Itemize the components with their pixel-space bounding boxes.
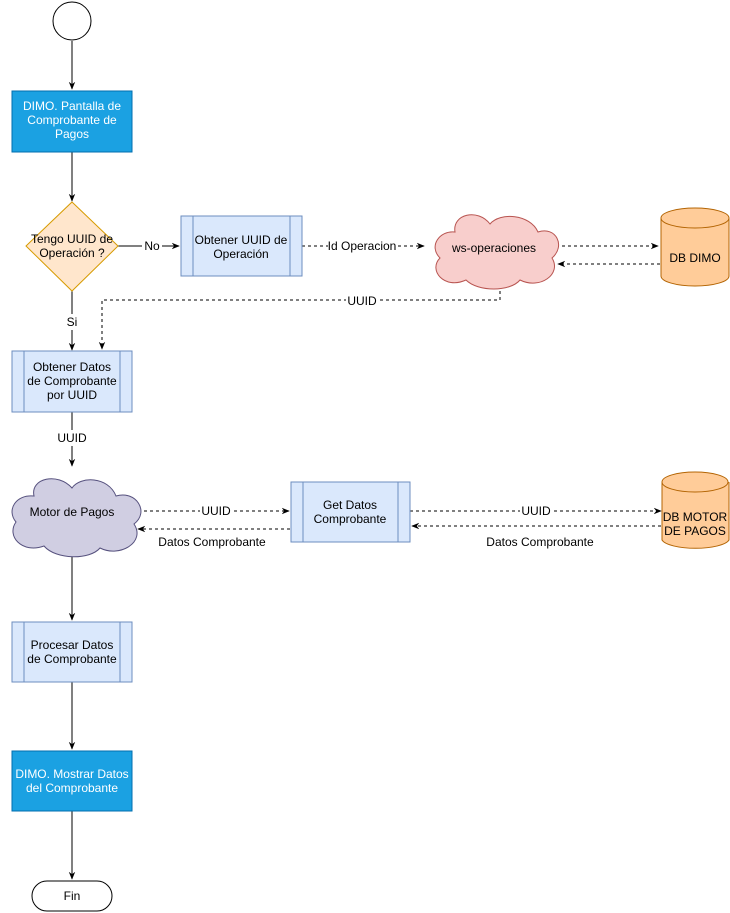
edge-label-uuid-db: UUID xyxy=(521,504,551,518)
edge-label-uuid-down: UUID xyxy=(57,431,87,445)
node-get-datos: Get Datos Comprobante xyxy=(290,481,411,543)
node-db-dimo-label: DB DIMO xyxy=(669,251,720,265)
node-dimo-pantalla-line3: Pagos xyxy=(55,127,89,141)
node-obtener-uuid: Obtener UUID de Operación xyxy=(180,215,303,277)
node-dimo-pantalla-line1: DIMO. Pantalla de xyxy=(23,99,121,113)
edge-label-datos-motor: Datos Comprobante xyxy=(158,535,266,549)
node-dimo-mostrar-line1: DIMO. Mostrar Datos xyxy=(15,767,128,781)
edge-label-uuid-ws: UUID xyxy=(347,294,377,308)
node-procesar-line2: de Comprobante xyxy=(27,652,117,666)
node-decision: Tengo UUID de Operación ? xyxy=(25,201,119,292)
node-dimo-pantalla-line2: Comprobante de xyxy=(27,113,117,127)
node-obtener-datos: Obtener Datos de Comprobante por UUID xyxy=(11,350,133,413)
node-dimo-mostrar: DIMO. Mostrar Datos del Comprobante xyxy=(11,750,133,812)
node-obtener-datos-line1: Obtener Datos xyxy=(33,360,111,374)
node-ws-operaciones: ws-operaciones xyxy=(434,214,559,290)
node-procesar-line1: Procesar Datos xyxy=(31,638,114,652)
node-ws-operaciones-label: ws-operaciones xyxy=(451,241,536,255)
node-dimo-pantalla: DIMO. Pantalla de Comprobante de Pagos xyxy=(11,90,133,153)
edge-label-uuid-motor: UUID xyxy=(201,504,231,518)
edge-label-datos-db: Datos Comprobante xyxy=(486,535,594,549)
node-obtener-datos-line3: por UUID xyxy=(47,388,97,402)
node-decision-line1: Tengo UUID de xyxy=(31,232,113,246)
node-obtener-datos-line2: de Comprobante xyxy=(27,374,117,388)
node-procesar: Procesar Datos de Comprobante xyxy=(11,621,133,683)
node-db-motor-line2: DE PAGOS xyxy=(664,524,726,538)
edge-label-si: Si xyxy=(67,315,78,329)
node-dimo-mostrar-line2: del Comprobante xyxy=(26,781,118,795)
node-get-datos-line2: Comprobante xyxy=(314,512,387,526)
node-fin: Fin xyxy=(31,880,113,912)
node-fin-label: Fin xyxy=(64,889,81,903)
node-decision-line2: Operación ? xyxy=(39,246,105,260)
node-motor-pagos-label: Motor de Pagos xyxy=(30,505,115,519)
node-db-dimo: DB DIMO xyxy=(660,207,730,287)
node-obtener-uuid-line1: Obtener UUID de xyxy=(195,233,288,247)
node-obtener-uuid-line2: Operación xyxy=(213,247,268,261)
edge-ws-to-obtener-datos xyxy=(98,285,501,350)
edge-label-id-operacion: Id Operacion xyxy=(328,239,397,253)
edge-label-no: No xyxy=(144,239,160,253)
node-get-datos-line1: Get Datos xyxy=(323,498,377,512)
node-db-motor: DB MOTOR DE PAGOS xyxy=(661,471,730,549)
node-db-motor-line1: DB MOTOR xyxy=(663,510,728,524)
start-node xyxy=(52,1,92,41)
node-motor-pagos: Motor de Pagos xyxy=(11,478,142,558)
